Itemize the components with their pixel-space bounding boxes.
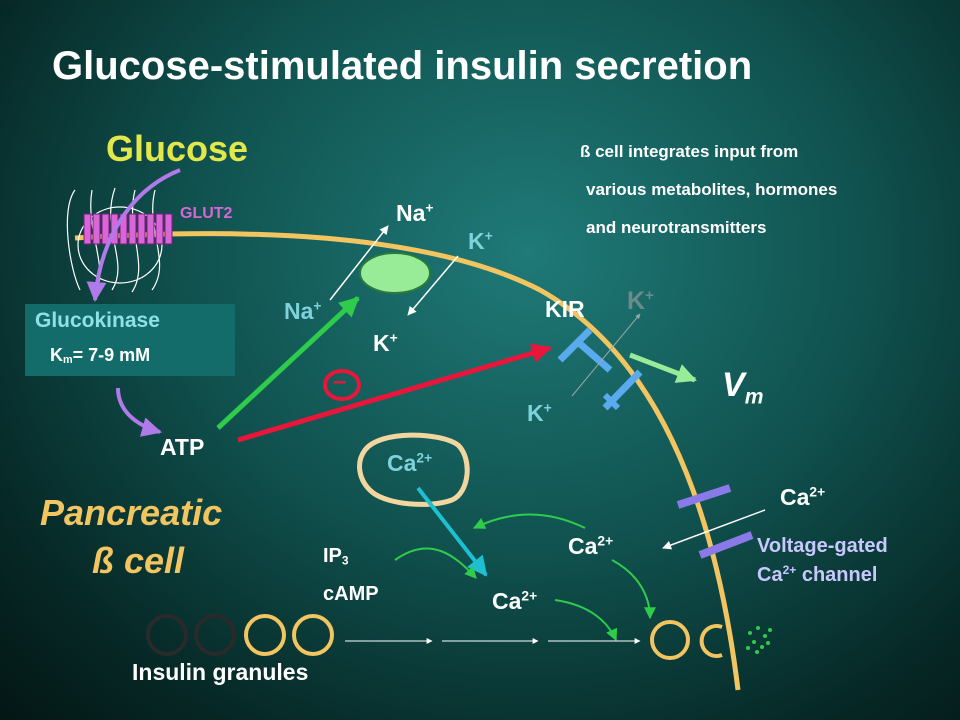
ca-entry-label: Ca2+ (568, 533, 614, 559)
ca-release-to-granule-arrow (554, 599, 618, 642)
er-ca-label: Ca2+ (387, 450, 433, 476)
info-line-2: various metabolites, hormones (586, 180, 838, 199)
ca-entry-arrow (662, 509, 766, 550)
kir-k-out-label: K+ (627, 287, 654, 315)
km-symbol: K (50, 345, 63, 365)
ca-to-granule-arrow (611, 559, 656, 620)
glucokinase-km: Km= 7-9 mM (50, 345, 150, 366)
pump-na-out-label: Na+ (396, 200, 434, 226)
pump-na-in-label: Na+ (284, 298, 322, 324)
voltage-gated-label-line2: Ca2+ channel (757, 563, 878, 587)
ca-to-er-arrow (472, 513, 586, 529)
km-value: = 7-9 mM (72, 345, 151, 365)
ip3-label: IP3 (323, 545, 349, 568)
voltage-gated-label-line1: Voltage-gated (757, 535, 888, 557)
glucokinase-atp-arrow (116, 387, 162, 437)
glucose-label: Glucose (106, 128, 249, 169)
voltage-gated-ca-channel-shape (676, 484, 754, 559)
kir-channel (557, 327, 643, 411)
atp-pump-arrow (216, 296, 360, 430)
page-title: Glucose-stimulated insulin secretion (52, 44, 753, 88)
glucokinase-label: Glucokinase (35, 309, 160, 332)
k-influx-arrow (407, 255, 459, 316)
glut2-label: GLUT2 (180, 205, 233, 222)
camp-label: cAMP (323, 583, 379, 605)
atp-label: ATP (160, 434, 205, 460)
cell-membrane (74, 231, 741, 691)
km-subscript: m (63, 354, 73, 367)
pump-k-in-label: K+ (373, 330, 398, 356)
kir-label: KIR (545, 296, 585, 322)
insulin-granules (146, 614, 723, 660)
ca-release-label: Ca2+ (492, 588, 538, 614)
cell-label-line1: Pancreatic (40, 492, 223, 533)
na-efflux-arrow (329, 225, 389, 301)
er-release-arrow (416, 486, 488, 577)
ca-extracellular-label: Ca2+ (780, 484, 826, 510)
pump-k-out-label: K+ (468, 228, 493, 254)
second-messenger-arrow (394, 547, 477, 579)
membrane-potential-label: Vm (722, 366, 764, 409)
info-line-3: and neurotransmitters (586, 218, 767, 237)
vm-arrow (629, 352, 697, 383)
info-line-1: ß cell integrates input from (580, 142, 799, 161)
atp-inhibit-kir-arrow (237, 343, 552, 443)
kir-k-in-label: K+ (527, 400, 552, 426)
er-store (357, 432, 470, 507)
inhibit-sign: – (333, 368, 347, 395)
na-k-pump (359, 252, 431, 294)
kir-k-efflux-arrow (571, 313, 641, 397)
glucose-uptake-arrow (86, 168, 181, 302)
glucokinase-box (25, 304, 235, 376)
cell-label-line2: ß cell (92, 540, 185, 581)
exocytosis-dots (746, 626, 772, 654)
insulin-granules-label: Insulin granules (132, 659, 309, 685)
info-text: ß cell integrates input from various met… (580, 133, 837, 247)
inhibit-sign-oval (323, 369, 361, 401)
